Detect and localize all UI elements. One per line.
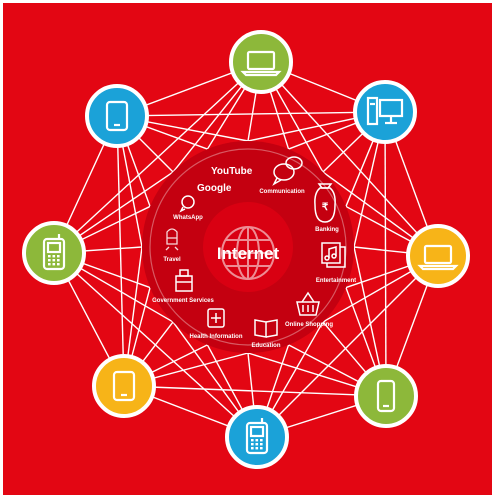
laptop-icon	[240, 50, 282, 77]
services-ring-inner	[149, 148, 347, 346]
connection-line-5	[256, 255, 439, 438]
tablet-icon	[112, 370, 136, 402]
shopping-basket-icon	[296, 291, 320, 316]
device-node-feature-phone	[22, 221, 86, 285]
train-icon	[165, 228, 179, 251]
device-circle	[353, 80, 417, 144]
service-whatsapp-label: WhatsApp	[173, 215, 203, 221]
device-circle	[92, 354, 156, 418]
feature-phone-icon	[42, 234, 66, 271]
chat-bubbles-icon	[272, 156, 303, 186]
device-circle	[229, 30, 293, 94]
service-online-shopping-label: Online Shopping	[285, 322, 333, 328]
rupee-symbol: ₹	[322, 202, 329, 213]
connection-line-15	[116, 111, 386, 117]
service-travel: Travel	[163, 228, 181, 263]
device-circle	[85, 84, 149, 148]
device-node-feature-phone	[225, 405, 289, 469]
connection-line-11	[116, 115, 125, 387]
connection-line-7	[123, 385, 387, 397]
device-node-tablet	[92, 354, 156, 418]
desktop-computer-icon	[366, 96, 404, 126]
laptop-icon	[417, 244, 459, 271]
feature-phone-icon	[245, 418, 269, 455]
service-youtube: YouTube	[211, 166, 253, 177]
medical-kit-icon	[207, 308, 225, 328]
service-education-label: Education	[251, 343, 280, 349]
tablet-icon	[105, 100, 129, 132]
device-node-smartphone	[354, 364, 418, 428]
smartphone-icon	[376, 379, 396, 413]
service-online-shopping: Online Shopping	[285, 291, 333, 328]
device-node-laptop	[229, 30, 293, 94]
service-government-services-label: Government Services	[152, 298, 214, 304]
service-google: Google	[197, 183, 232, 194]
whatsapp-icon	[179, 195, 195, 213]
service-whatsapp: WhatsApp	[173, 195, 203, 221]
open-book-icon	[254, 319, 278, 338]
service-communication-label: Communication	[259, 189, 305, 195]
service-travel-label: Travel	[163, 257, 181, 263]
service-education: Education	[251, 319, 281, 349]
music-note-icon	[321, 242, 346, 268]
service-entertainment: Entertainment	[316, 242, 356, 284]
service-health-information: Health Information	[189, 308, 243, 340]
device-node-laptop	[406, 224, 470, 288]
money-bag-rupee-icon	[314, 183, 336, 223]
device-circle	[406, 224, 470, 288]
device-node-tablet	[85, 84, 149, 148]
service-banking-label: Banking	[315, 227, 339, 233]
device-circle	[354, 364, 418, 428]
device-node-desktop	[353, 80, 417, 144]
center-label: Internet	[217, 244, 280, 263]
government-building-icon	[175, 269, 193, 292]
connection-line-13	[53, 61, 262, 254]
service-entertainment-label: Entertainment	[316, 278, 356, 284]
connection-line-1	[260, 61, 439, 257]
youtube-logo: YouTube	[211, 166, 253, 177]
globe-icon	[221, 226, 275, 280]
google-logo: Google	[197, 183, 232, 194]
service-communication: Communication	[259, 156, 305, 195]
device-nodes	[22, 30, 470, 469]
service-government-services: Government Services	[152, 269, 215, 304]
service-health-information-label: Health Information	[189, 334, 242, 340]
service-banking: ₹ Banking	[314, 183, 339, 233]
connection-line-3	[384, 111, 387, 397]
